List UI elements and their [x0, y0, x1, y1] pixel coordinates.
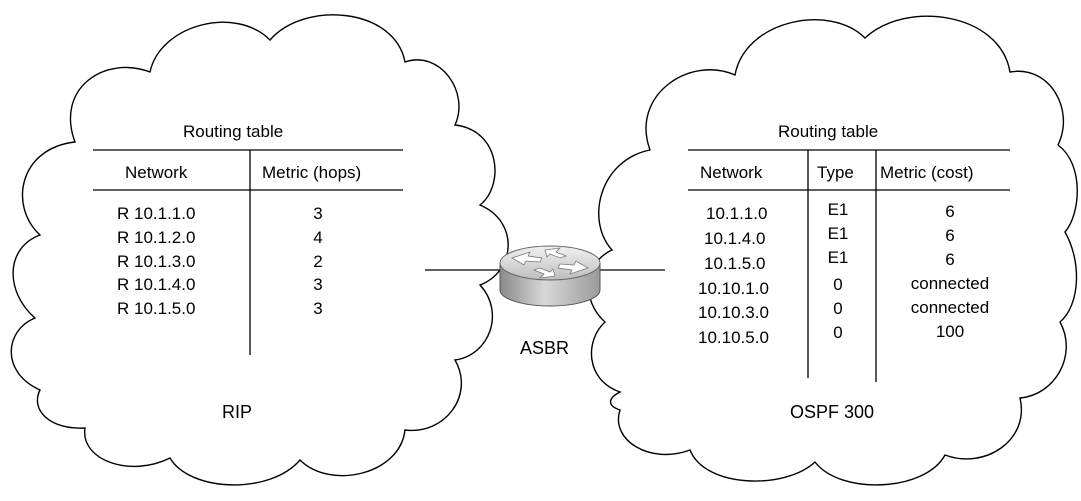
ospf-table-rows: 10.1.1.0 E1 6 10.1.4.0 E1 6 10.1.5.0 E1 … — [698, 200, 989, 347]
ospf-row-metric: 6 — [945, 202, 954, 221]
rip-routing-table: Routing table Network Metric (hops) R 10… — [93, 122, 403, 355]
ospf-row-metric: 6 — [945, 250, 954, 269]
rip-table-title: Routing table — [183, 122, 283, 141]
ospf-row-metric: 100 — [936, 322, 964, 341]
ospf-row-network: 10.1.5.0 — [704, 254, 765, 273]
ospf-row-network: 10.10.3.0 — [698, 303, 769, 322]
ospf-domain-label: OSPF 300 — [790, 402, 874, 422]
ospf-row-network: 10.10.5.0 — [698, 328, 769, 347]
rip-header-network: Network — [125, 163, 188, 182]
ospf-row-type: E1 — [828, 200, 849, 219]
rip-row-metric: 4 — [313, 228, 322, 247]
rip-row-metric: 3 — [313, 204, 322, 223]
ospf-header-network: Network — [700, 163, 763, 182]
rip-row-metric: 3 — [313, 299, 322, 318]
rip-cloud — [10, 14, 509, 486]
ospf-row-network: 10.10.1.0 — [698, 279, 769, 298]
ospf-row-network: 10.1.4.0 — [704, 229, 765, 248]
ospf-routing-table: Routing table Network Type Metric (cost)… — [688, 122, 1010, 382]
ospf-row-network: 10.1.1.0 — [706, 204, 767, 223]
ospf-cloud — [588, 15, 1078, 486]
rip-header-metric: Metric (hops) — [262, 163, 361, 182]
router-icon — [499, 245, 601, 307]
ospf-row-type: E1 — [828, 224, 849, 243]
rip-row-metric: 3 — [313, 275, 322, 294]
rip-row-network: R 10.1.4.0 — [117, 275, 195, 294]
ospf-row-metric: 6 — [945, 226, 954, 245]
ospf-table-title: Routing table — [778, 122, 878, 141]
rip-row-network: R 10.1.1.0 — [117, 204, 195, 223]
rip-domain-label: RIP — [222, 402, 252, 422]
rip-row-network: R 10.1.5.0 — [117, 299, 195, 318]
rip-row-network: R 10.1.3.0 — [117, 252, 195, 271]
ospf-row-type: 0 — [833, 275, 842, 294]
ospf-header-metric: Metric (cost) — [880, 163, 974, 182]
ospf-header-type: Type — [817, 163, 854, 182]
ospf-row-type: 0 — [833, 299, 842, 318]
router-label: ASBR — [520, 338, 569, 358]
ospf-row-type: E1 — [828, 248, 849, 267]
ospf-row-metric: connected — [911, 298, 989, 317]
ospf-row-metric: connected — [911, 274, 989, 293]
rip-row-network: R 10.1.2.0 — [117, 228, 195, 247]
rip-table-rows: R 10.1.1.0 3 R 10.1.2.0 4 R 10.1.3.0 2 R… — [117, 204, 323, 318]
ospf-row-type: 0 — [833, 323, 842, 342]
rip-row-metric: 2 — [313, 252, 322, 271]
